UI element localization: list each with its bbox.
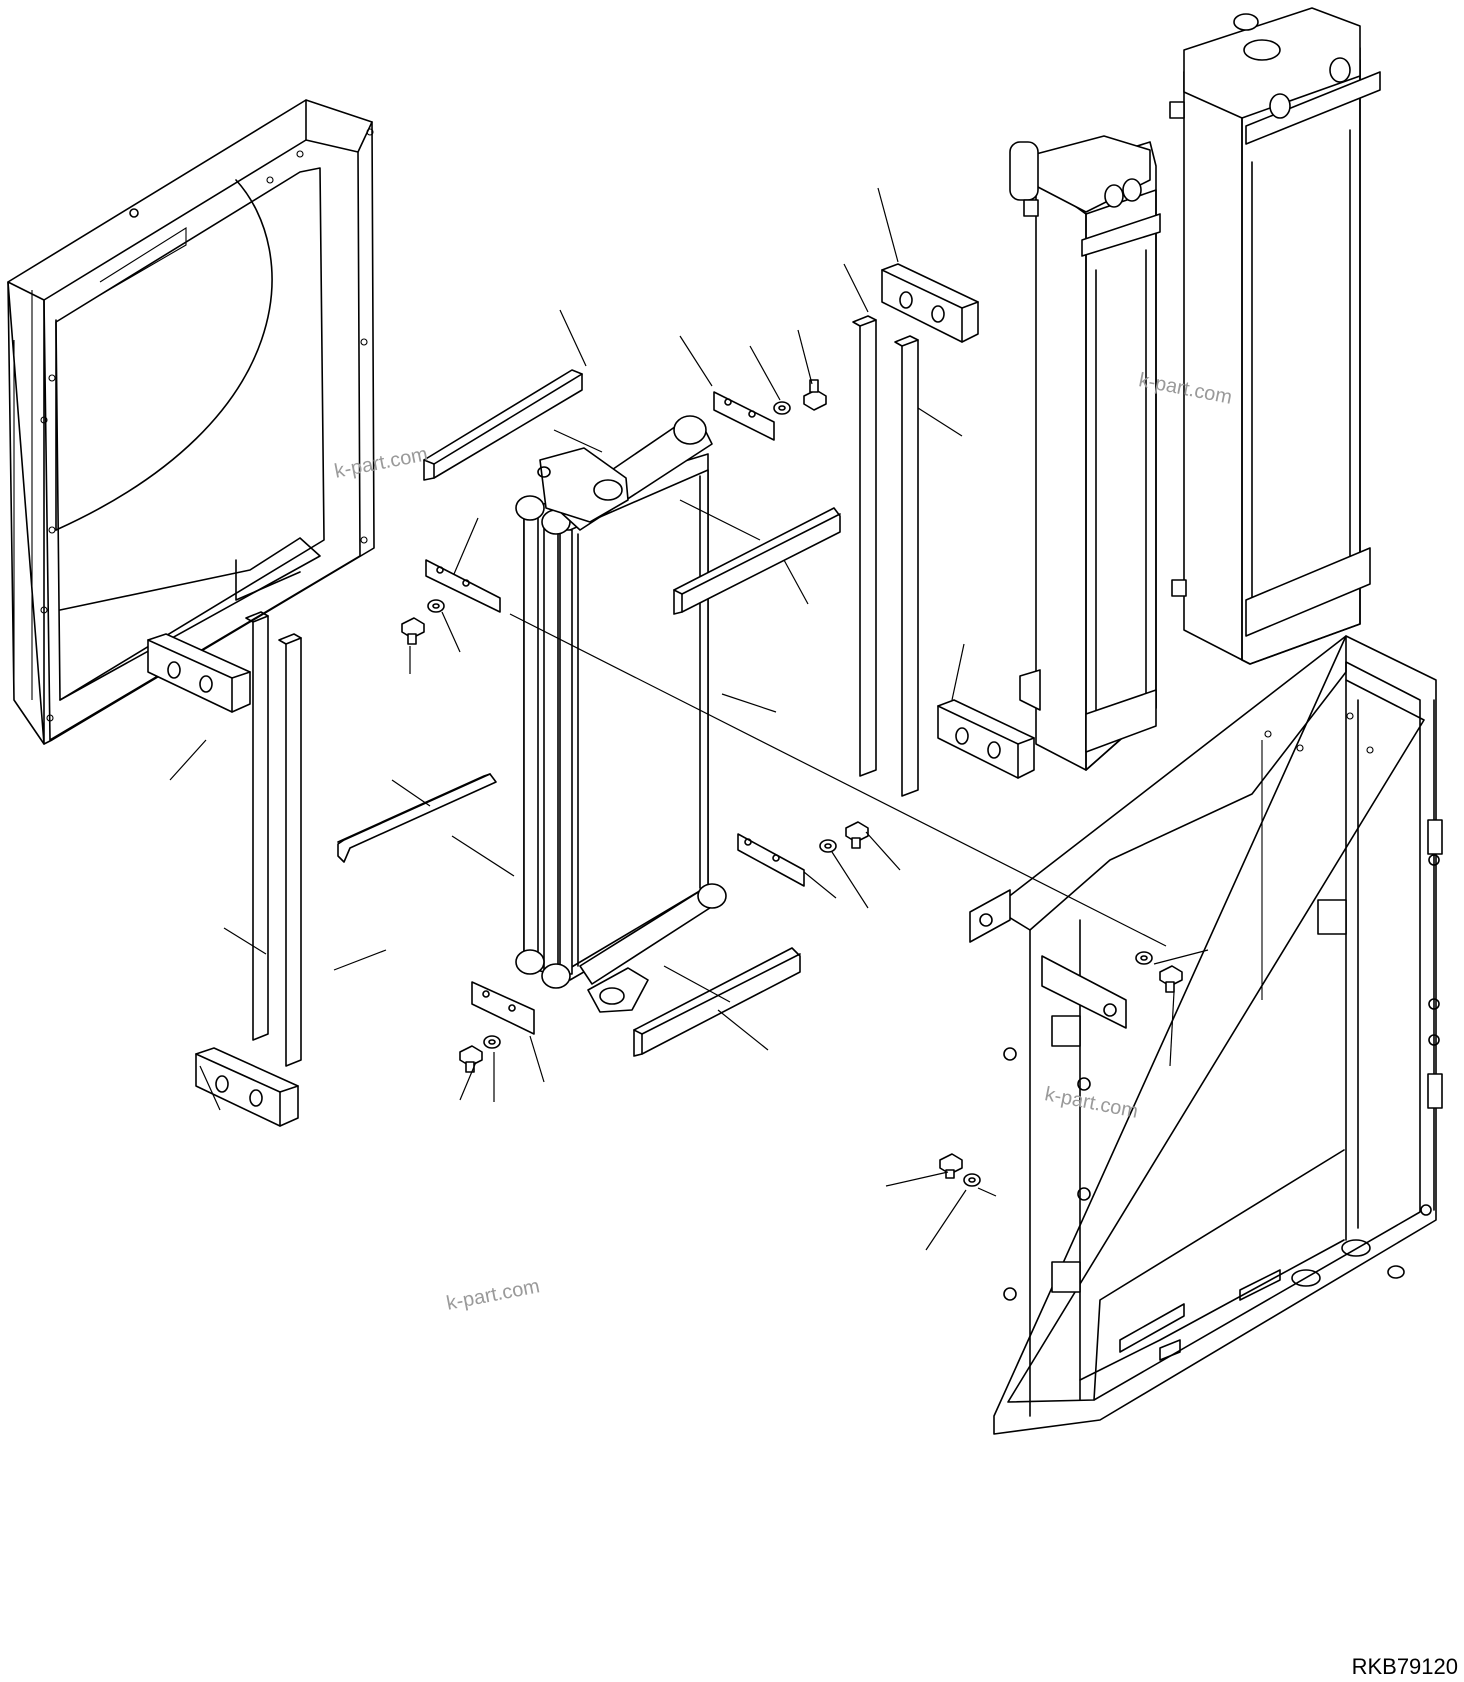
bolt (845, 821, 869, 849)
seal-strip-vertical-3 (852, 315, 877, 777)
bolt (459, 1045, 483, 1073)
bolt (401, 617, 425, 645)
drawing-code: RKB79120 (1351, 1654, 1458, 1679)
leader-lines (169, 187, 1209, 1251)
bracket-upper-right (713, 391, 775, 441)
seal-pad-lower-left (195, 1047, 299, 1127)
seal-bar-upper (423, 369, 583, 481)
fan-shroud (7, 99, 375, 745)
radiator-large (1169, 7, 1381, 665)
bolt (1159, 965, 1183, 993)
seal-strip-vertical-1 (245, 611, 269, 1041)
seal-strip-vertical-2 (278, 633, 302, 1067)
support-frame (969, 635, 1443, 1435)
bolt-washer-group (401, 379, 1183, 1187)
seal-pad-upper-right (881, 263, 979, 343)
bolt (939, 1153, 963, 1179)
washer (963, 1173, 981, 1187)
bracket-lower-right (737, 833, 805, 887)
bolt (803, 379, 827, 411)
radiator-small (1009, 135, 1161, 771)
bracket-upper-left (425, 559, 501, 613)
washer (773, 401, 791, 415)
seal-pad-lower-right (937, 699, 1035, 779)
seal-bar-left-lower (337, 773, 497, 863)
bracket-lower-left (471, 981, 535, 1035)
washer (483, 1035, 501, 1049)
seal-strip-vertical-4 (894, 335, 919, 797)
washer (1135, 951, 1153, 965)
washer (427, 599, 445, 613)
seal-bar-center-right (673, 507, 841, 615)
oil-cooler (515, 415, 727, 1013)
seal-bar-center-lower (633, 947, 801, 1057)
seal-pad-upper-left (147, 633, 251, 713)
washer (819, 839, 837, 853)
